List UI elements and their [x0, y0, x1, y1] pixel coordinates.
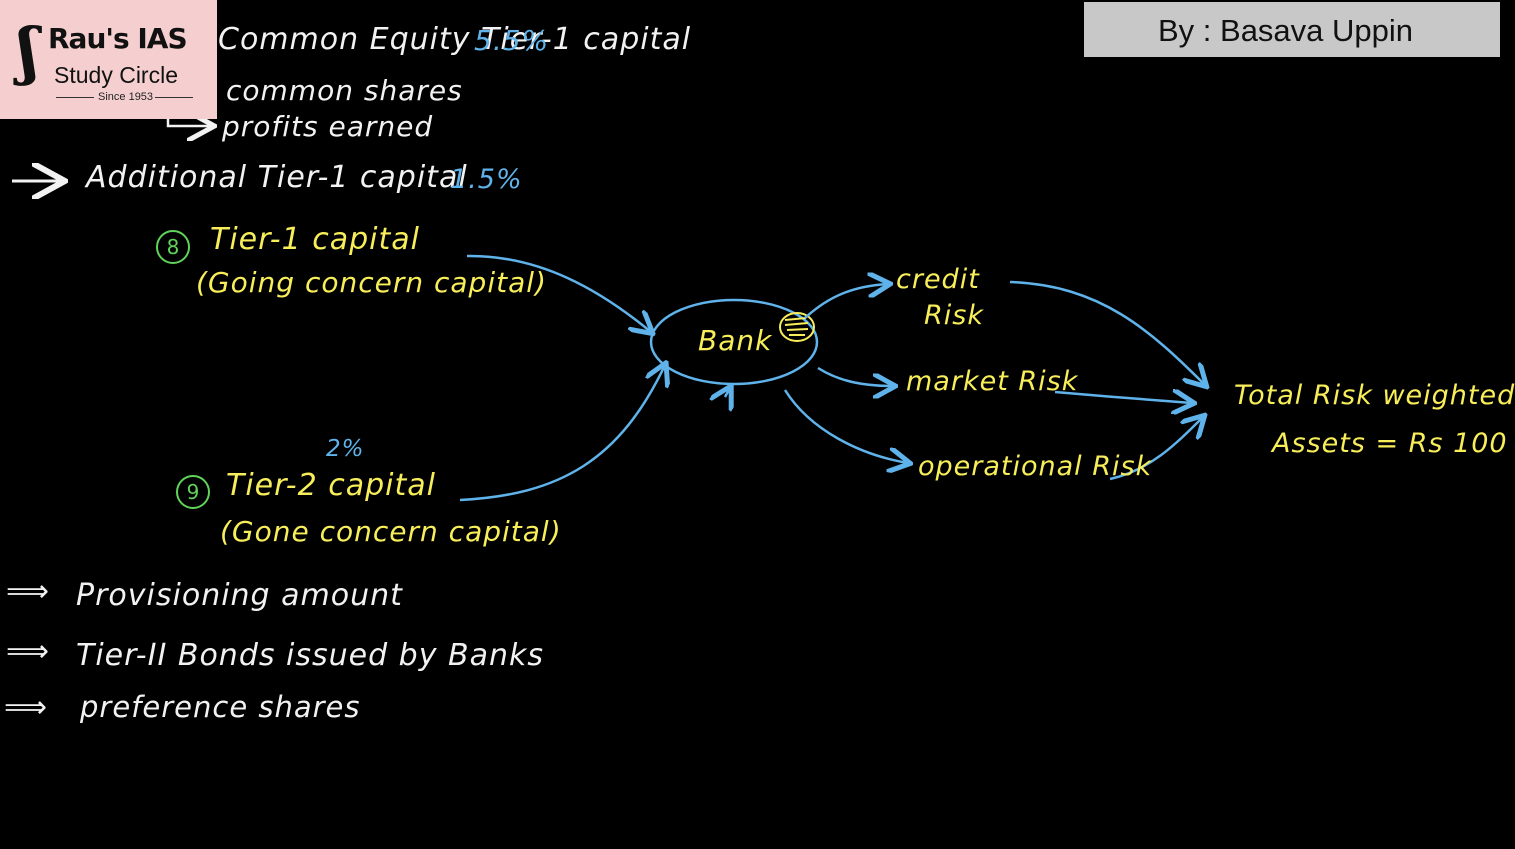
tier2-subtitle: (Gone concern capital)	[220, 515, 562, 548]
total-line2: Assets = Rs 100	[1272, 428, 1508, 459]
arrow-tier1-bank	[466, 254, 651, 332]
bank-ellipse	[649, 298, 819, 386]
item-common-shares: common shares	[226, 74, 463, 107]
at1-label: Additional Tier-1 capital	[86, 160, 468, 195]
arrow-tier2-bank	[459, 365, 665, 502]
total-line1: Total Risk weighted	[1234, 380, 1515, 411]
tier2-title: Tier-2 capital	[226, 468, 436, 503]
risk-operational: operational Risk	[918, 451, 1153, 482]
cet1-pct: 5.5%	[474, 24, 550, 57]
arrow-market-total	[1054, 392, 1192, 403]
logo-brand: Rau's IAS	[48, 22, 188, 55]
item-profits-earned: profits earned	[222, 110, 434, 143]
arrow-bank-operational	[783, 389, 908, 463]
bank-label: Bank	[698, 324, 773, 357]
arrow-credit-total	[1009, 280, 1205, 385]
tier2-pct: 2%	[326, 436, 365, 462]
logo-badge: ʃ Rau's IAS Study Circle Since 1953	[0, 0, 217, 119]
tier1-title: Tier-1 capital	[210, 222, 420, 257]
author-name: By : Basava Uppin	[1158, 13, 1414, 48]
coin-icon	[779, 312, 815, 342]
arrow-bank-market	[817, 366, 893, 386]
author-banner: By : Basava Uppin	[1084, 2, 1500, 57]
risk-credit: credit	[896, 264, 980, 295]
logo-since: Since 1953	[98, 91, 154, 103]
cet1-label: Common Equity Tier-1 capital	[218, 22, 692, 57]
tier1-subtitle: (Going concern capital)	[196, 266, 547, 299]
logo-mark-icon: ʃ	[18, 14, 39, 87]
implies-icon: ⟹	[6, 634, 51, 669]
component-preference-shares: preference shares	[80, 690, 361, 724]
risk-market: market Risk	[906, 366, 1079, 397]
at1-pct: 1.5%	[450, 164, 523, 195]
risk-credit-risk: Risk	[924, 300, 984, 331]
arrow-tier2-bank-small	[725, 388, 730, 397]
logo-subtitle: Study Circle	[54, 62, 178, 88]
component-provisioning: Provisioning amount	[76, 578, 403, 613]
implies-icon: ⟹	[4, 690, 49, 725]
implies-icon: ⟹	[6, 574, 51, 609]
tier1-number: 8	[156, 230, 190, 264]
component-tier2-bonds: Tier-II Bonds issued by Banks	[76, 638, 544, 673]
tier2-number: 9	[176, 475, 210, 509]
arrow-operational-total	[1109, 417, 1203, 481]
arrow-bank-credit	[804, 284, 888, 319]
